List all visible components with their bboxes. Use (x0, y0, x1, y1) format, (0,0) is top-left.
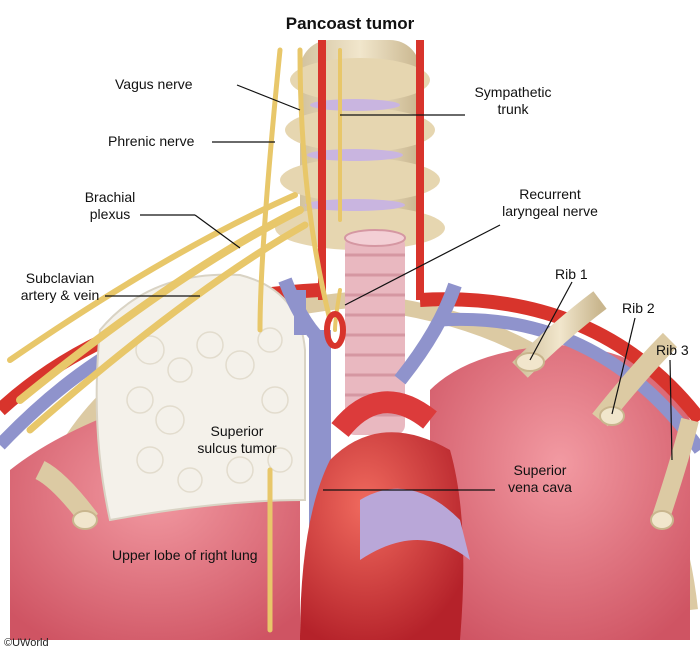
copyright-notice: ©UWorld (4, 637, 49, 649)
label-upper-lobe-right-lung: Upper lobe of right lung (112, 547, 258, 563)
trachea (344, 229, 406, 435)
vagus-nerve (297, 47, 333, 323)
tumor-texture (126, 327, 293, 493)
label-rib-3: Rib 3 (656, 342, 689, 358)
rib-3 (651, 417, 699, 523)
phrenic-nerve (257, 47, 283, 333)
aortic-arch (331, 391, 437, 438)
leader-lines (105, 84, 673, 491)
label-phrenic-nerve: Phrenic nerve (108, 133, 195, 149)
label-rib-2: Rib 2 (622, 300, 655, 316)
label-rib-1: Rib 1 (555, 266, 588, 282)
label-vagus-nerve: Vagus nerve (115, 76, 193, 92)
diagram-title: Pancoast tumor (285, 14, 415, 33)
left-subclavian-vein (439, 312, 700, 454)
brachial-plexus (16, 206, 304, 404)
nerves (7, 47, 342, 633)
left-lung (430, 345, 690, 640)
